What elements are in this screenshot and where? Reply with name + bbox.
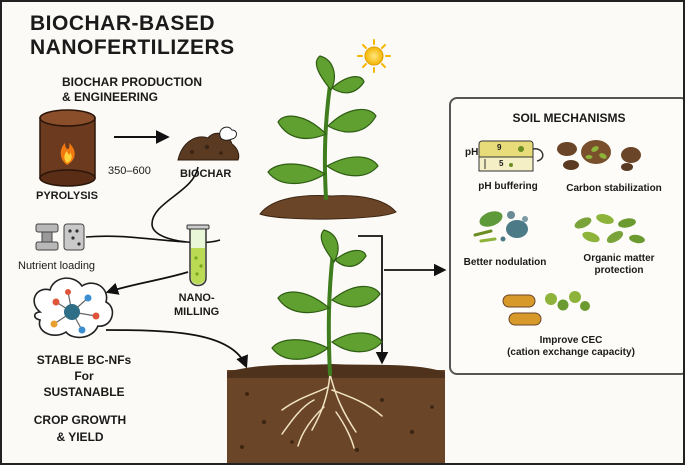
cec-line1: Improve CEC (539, 335, 603, 346)
pyrolysis-label: PYROLYSIS (36, 190, 98, 202)
title-line2: NANOFERTILIZERS (30, 36, 235, 59)
ph-high-value: 9 (497, 143, 502, 152)
carbon-clods-icon (557, 140, 641, 171)
nano-line2: MILLING (174, 306, 220, 318)
organic-line2: protection (594, 265, 644, 276)
cec-label: Improve CEC (cation exchange capacity) (461, 335, 681, 359)
subtitle: BIOCHAR PRODUCTION & ENGINEERING (62, 75, 202, 105)
ph-buffering-label: pH buffering (478, 181, 538, 192)
soil-heading: SOIL MECHANISMS (512, 111, 626, 125)
subtitle-line1: BIOCHAR PRODUCTION (62, 75, 202, 89)
pyrolysis-reactor-icon (39, 109, 96, 187)
temperature-label: 350–600 (108, 165, 151, 177)
upper-plant-icon (259, 55, 397, 220)
title: BIOCHAR-BASED NANOFERTILIZERS (30, 12, 235, 60)
nanoparticle-cloud-icon (33, 277, 114, 339)
crop-growth-label: CROP GROWTH & YIELD (20, 412, 140, 446)
organic-matter-icon (574, 214, 645, 244)
stable-line1: STABLE BC-NFs (36, 353, 132, 367)
nodulation-icon (473, 211, 528, 243)
organic-matter-label: Organic matter protection (559, 253, 679, 277)
organic-line1: Organic matter (583, 253, 655, 264)
test-tube-icon (186, 224, 210, 287)
crop-line1: CROP GROWTH (33, 413, 127, 427)
ph-low-value: 5 (499, 159, 504, 168)
subtitle-line2: & ENGINEERING (62, 90, 159, 104)
nano-line1: NANO- (178, 292, 215, 304)
title-line1: BIOCHAR-BASED (30, 12, 215, 35)
nutrient-loading-label: Nutrient loading (18, 260, 96, 272)
nodulation-label: Better nodulation (463, 257, 547, 268)
sun-icon (357, 39, 391, 73)
soil-mechanisms-panel: SOIL MECHANISMS (449, 97, 683, 375)
biochar-label: BIOCHAR (180, 168, 232, 180)
lower-plant-icon (227, 229, 445, 463)
nano-milling-label: NANO- MILLING (174, 291, 219, 319)
cec-line2: (cation exchange capacity) (507, 347, 635, 358)
stable-bc-nfs-label: STABLE BC-NFs For SUSTANABLE (28, 352, 140, 400)
biochar-pile-icon (177, 126, 240, 161)
ph-meter-icon (478, 140, 544, 172)
carbon-stabilization-label: Carbon stabilization (566, 183, 662, 194)
soil-icons (473, 140, 645, 326)
stable-line2: For (74, 369, 94, 383)
crop-line2: & YIELD (56, 430, 104, 444)
cec-particles-icon (502, 291, 590, 326)
ph-label: pH (465, 147, 479, 158)
nutrient-loading-icon (35, 223, 85, 251)
stable-line3: SUSTANABLE (43, 385, 125, 399)
